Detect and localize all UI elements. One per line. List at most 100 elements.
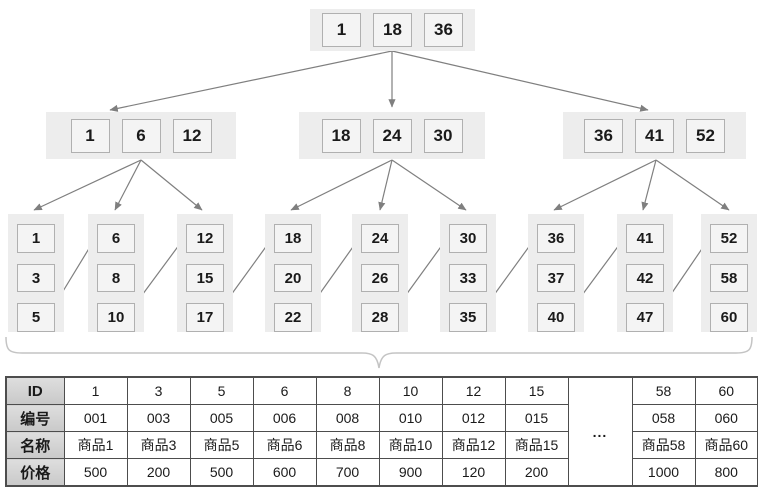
arrow-int1-leaf3 — [140, 159, 203, 211]
row-header-cell: 名称 — [5, 431, 65, 459]
table-cell: 商品8 — [315, 431, 380, 459]
key-box: 22 — [274, 303, 312, 333]
table-cell: 058 — [631, 404, 696, 432]
table-cell: 商品12 — [441, 431, 506, 459]
key-box: 15 — [186, 263, 224, 293]
table-cell: 800 — [694, 458, 758, 487]
table-cell: 120 — [441, 458, 506, 487]
table-row-id: ID 1 3 5 6 8 10 12 15 ... 58 60 — [5, 376, 758, 487]
key-box: 42 — [626, 263, 664, 293]
key-box: 17 — [186, 303, 224, 333]
key-box: 1 — [17, 224, 55, 253]
table-cell: 015 — [504, 404, 569, 432]
tree-arrows — [5, 50, 753, 369]
leaf-node-6: 30 33 35 — [440, 214, 496, 333]
table-cell: 商品6 — [252, 431, 317, 459]
table-cell: 010 — [378, 404, 443, 432]
table-cell: 商品3 — [126, 431, 191, 459]
row-header-cell: ID — [5, 376, 65, 405]
key-box: 1 — [322, 13, 361, 47]
arrow-int1-leaf2 — [114, 159, 142, 211]
ellipsis-cell: ... — [567, 376, 633, 487]
leaf-node-3: 12 15 17 — [177, 214, 233, 333]
key-box: 58 — [710, 263, 748, 293]
key-box: 41 — [635, 118, 674, 153]
key-box: 33 — [449, 263, 487, 293]
table-cell: 3 — [126, 376, 191, 405]
leaf-node-9: 52 58 60 — [701, 214, 757, 333]
brace — [5, 336, 753, 369]
table-cell: 500 — [189, 458, 254, 487]
table-cell: 58 — [631, 376, 696, 405]
key-box: 1 — [70, 118, 110, 153]
table-cell: 商品10 — [378, 431, 443, 459]
arrow-int2-leaf6 — [391, 159, 467, 211]
table-cell: 6 — [252, 376, 317, 405]
key-box: 60 — [710, 303, 748, 333]
arrow-int2-leaf4 — [290, 159, 393, 211]
key-box: 47 — [626, 303, 664, 333]
key-box: 5 — [17, 303, 55, 333]
key-box: 36 — [584, 118, 623, 153]
key-box: 28 — [361, 303, 399, 333]
table-row-name: 名称 商品1 商品3 商品5 商品6 商品8 商品10 商品12 商品15 商品… — [5, 431, 758, 459]
key-box: 41 — [626, 224, 664, 253]
table-cell: 商品60 — [694, 431, 758, 459]
leaf-node-2: 6 8 10 — [88, 214, 144, 333]
table-cell: 1 — [63, 376, 128, 405]
key-box: 24 — [372, 118, 412, 153]
table-cell: 1000 — [631, 458, 696, 487]
arrow-root-right — [391, 50, 649, 112]
key-box: 6 — [97, 224, 135, 253]
table-cell: 500 — [63, 458, 128, 487]
key-box: 18 — [321, 118, 361, 153]
key-box: 18 — [373, 13, 412, 47]
leaf-node-1: 1 3 5 — [8, 214, 64, 333]
table-cell: 060 — [694, 404, 758, 432]
table-cell: 006 — [252, 404, 317, 432]
leaf-node-8: 41 42 47 — [617, 214, 673, 333]
arrow-int2-leaf5 — [378, 159, 393, 211]
key-box: 36 — [424, 13, 463, 47]
key-box: 37 — [537, 263, 575, 293]
internal-node-1: 1 6 12 — [46, 112, 236, 159]
leaf-node-4: 18 20 22 — [265, 214, 321, 333]
table-cell: 001 — [63, 404, 128, 432]
table-cell: 012 — [441, 404, 506, 432]
key-box: 35 — [449, 303, 487, 333]
arrow-int3-leaf9 — [655, 159, 730, 211]
key-box: 40 — [537, 303, 575, 333]
table-cell: 200 — [126, 458, 191, 487]
key-box: 30 — [423, 118, 463, 153]
key-box: 12 — [186, 224, 224, 253]
leaf-node-7: 36 37 40 — [528, 214, 584, 333]
root-node: 1 18 36 — [310, 9, 475, 51]
internal-node-3: 36 41 52 — [563, 112, 746, 159]
key-box: 3 — [17, 263, 55, 293]
table-cell: 005 — [189, 404, 254, 432]
key-box: 8 — [97, 263, 135, 293]
table-cell: 15 — [504, 376, 569, 405]
arrow-int3-leaf8 — [641, 159, 657, 211]
table-cell: 商品5 — [189, 431, 254, 459]
table-cell: 003 — [126, 404, 191, 432]
table-cell: 商品1 — [63, 431, 128, 459]
key-box: 20 — [274, 263, 312, 293]
key-box: 26 — [361, 263, 399, 293]
table-row-price: 价格 500 200 500 600 700 900 120 200 1000 … — [5, 458, 758, 487]
table-cell: 8 — [315, 376, 380, 405]
key-box: 52 — [710, 224, 748, 253]
table-cell: 12 — [441, 376, 506, 405]
table-cell: 008 — [315, 404, 380, 432]
internal-node-2: 18 24 30 — [299, 112, 485, 159]
table-cell: 商品15 — [504, 431, 569, 459]
key-box: 12 — [172, 118, 212, 153]
key-box: 6 — [121, 118, 161, 153]
row-header-cell: 编号 — [5, 404, 65, 432]
table-cell: 600 — [252, 458, 317, 487]
key-box: 52 — [686, 118, 725, 153]
table-cell: 700 — [315, 458, 380, 487]
product-table: ID 1 3 5 6 8 10 12 15 ... 58 60 编号 001 0… — [5, 376, 758, 487]
key-box: 36 — [537, 224, 575, 253]
